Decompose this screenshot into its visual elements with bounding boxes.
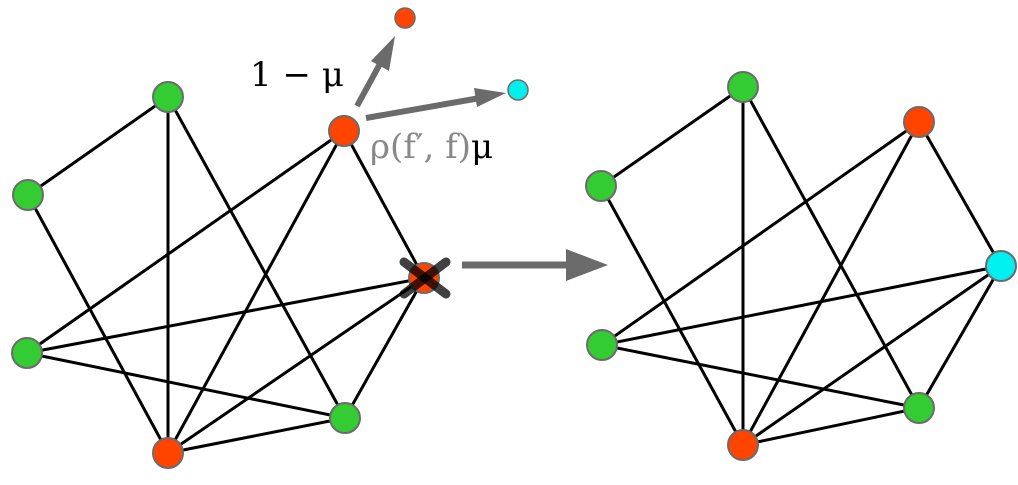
transition-arrows bbox=[354, 36, 608, 281]
after-node-A-green bbox=[727, 71, 759, 103]
graph-before-edges bbox=[26, 95, 426, 455]
after-edge-F-D bbox=[917, 265, 1003, 409]
keep-arrow-head bbox=[371, 36, 395, 71]
candidate-red-node bbox=[394, 7, 416, 29]
after-edge-A-F bbox=[741, 86, 921, 409]
after-edge-G-D bbox=[742, 264, 1002, 447]
before-node-F-green bbox=[329, 402, 361, 434]
transition-arrow-head bbox=[566, 249, 608, 281]
before-edge-C-G bbox=[166, 130, 346, 454]
after-edge-C-D bbox=[917, 121, 1003, 267]
after-edge-A-B bbox=[600, 85, 744, 188]
after-node-D-cyan bbox=[985, 250, 1017, 282]
before-edge-G-D bbox=[167, 276, 425, 455]
switch-probability-mu: μ bbox=[471, 127, 493, 167]
removal-cross-icon bbox=[399, 257, 451, 299]
before-node-C-red bbox=[328, 115, 360, 147]
before-edge-C-E bbox=[26, 129, 345, 355]
before-edge-E-F bbox=[26, 351, 346, 420]
before-node-B-green bbox=[12, 179, 44, 211]
before-edge-E-D bbox=[26, 276, 425, 355]
before-node-E-green bbox=[11, 337, 43, 369]
after-node-E-green bbox=[586, 329, 618, 361]
after-edge-G-F bbox=[742, 406, 920, 447]
before-edge-A-F bbox=[166, 96, 347, 419]
switch-arrow-shaft bbox=[365, 95, 481, 121]
before-node-A-green bbox=[152, 81, 184, 113]
graph-after-nodes bbox=[585, 71, 1017, 461]
after-node-C-red bbox=[903, 106, 935, 138]
candidate-cyan-node bbox=[507, 79, 529, 101]
before-edge-F-D bbox=[343, 277, 426, 419]
after-node-G-red bbox=[727, 429, 759, 461]
after-edge-E-F bbox=[601, 343, 920, 410]
after-edge-E-D bbox=[601, 264, 1002, 347]
keep-arrow-shaft bbox=[354, 60, 384, 108]
before-edge-C-D bbox=[342, 130, 426, 279]
after-edge-C-E bbox=[601, 120, 920, 347]
after-node-B-green bbox=[585, 170, 617, 202]
switch-arrow-head bbox=[474, 88, 506, 107]
switch-probability-rho: ρ(f′, f) bbox=[370, 127, 471, 167]
keep-probability-label: 1 − μ bbox=[250, 55, 344, 95]
after-node-F-green bbox=[903, 392, 935, 424]
switch-probability-label: ρ(f′, f)μ bbox=[370, 127, 493, 167]
after-edge-C-G bbox=[741, 121, 921, 446]
after-edge-B-G bbox=[599, 185, 745, 446]
before-node-G-red bbox=[152, 437, 184, 469]
graph-after-edges bbox=[599, 85, 1003, 447]
before-edge-A-B bbox=[27, 95, 169, 197]
before-edge-G-F bbox=[167, 416, 346, 455]
before-edge-B-G bbox=[26, 194, 170, 454]
